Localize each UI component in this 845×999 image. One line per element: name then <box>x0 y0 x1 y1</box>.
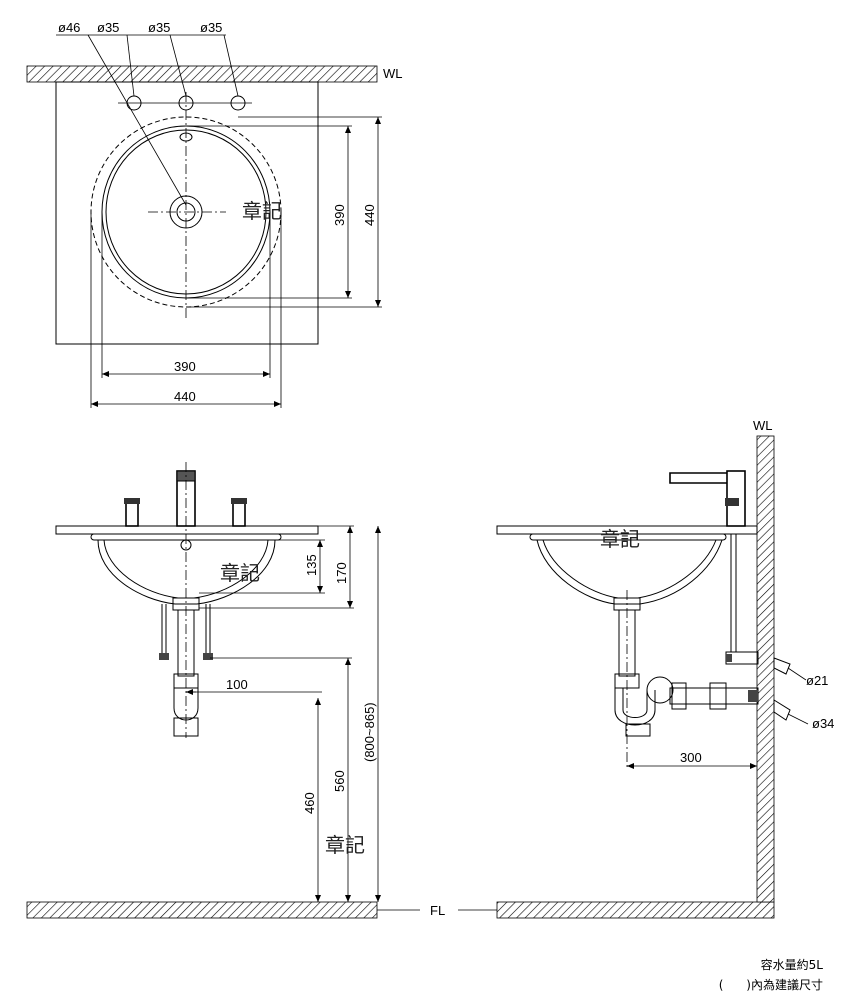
wall-hatch-side <box>756 435 775 903</box>
faucet-lever-side <box>725 498 739 506</box>
trap-u-side <box>614 688 656 726</box>
dim-560-label: 560 <box>332 770 347 792</box>
floor-hatch-left <box>26 901 378 919</box>
wall-line-label-top: WL <box>383 66 403 81</box>
drain-diameter-label: ø34 <box>812 716 834 731</box>
top-view: WL ø46 ø35 ø35 ø35 章記 <box>26 20 403 408</box>
side-view: WL ø21 ø34 <box>496 418 834 903</box>
front-view: 章記 135 170 100 460 560 (800~865) 章記 <box>55 462 381 902</box>
supply-valve-right <box>203 653 213 660</box>
recommended-dimension-note: ( )內為建議尺寸 <box>718 978 823 992</box>
dim-440-vertical-label: 440 <box>362 204 377 226</box>
wall-hatch-top <box>26 65 378 83</box>
counter-outline-top <box>55 81 319 345</box>
faucet-handle-left <box>125 501 139 527</box>
hole-diameter-label-3: ø35 <box>200 20 222 35</box>
faucet-handle-right-cap <box>231 498 247 504</box>
floor: FL <box>26 901 775 919</box>
dim-440-horizontal-label: 440 <box>174 389 196 404</box>
counter-front <box>55 525 319 535</box>
dim-390-vertical-label: 390 <box>332 204 347 226</box>
faucet-handle-left-cap <box>124 498 140 504</box>
trap-arm-nut-1 <box>671 682 687 710</box>
leader-hole-3 <box>223 34 239 97</box>
dim-170-label: 170 <box>334 562 349 584</box>
trap-arm-nut-2 <box>709 682 727 710</box>
faucet-spout-side <box>669 472 727 484</box>
drain-outer <box>169 195 203 229</box>
faucet-handle-right <box>232 501 246 527</box>
stamp-front: 章記 <box>220 561 260 585</box>
leader-phi34 <box>787 713 809 725</box>
dim-135-label: 135 <box>304 554 319 576</box>
floor-line-label: FL <box>430 903 445 918</box>
supply-diameter-label: ø21 <box>806 673 828 688</box>
dim-100-label: 100 <box>226 677 248 692</box>
stamp-top: 章記 <box>242 199 282 223</box>
leader-hole-2 <box>169 34 187 97</box>
leader-phi21 <box>787 667 807 681</box>
trap-u-side-inner <box>622 688 648 718</box>
floor-hatch-right <box>496 901 775 919</box>
trap-elbow-side <box>646 676 674 704</box>
drain-inner <box>176 202 196 222</box>
drain-stub-wall <box>773 699 791 721</box>
hole-diameter-label-drain: ø46 <box>58 20 80 35</box>
basin-bowl-front <box>97 539 276 605</box>
capacity-note: 容水量約5L <box>760 958 823 972</box>
dim-390-horizontal-label: 390 <box>174 359 196 374</box>
wall-line-label-side: WL <box>753 418 773 433</box>
leader-drain <box>87 34 187 206</box>
overflow-hole <box>179 132 193 142</box>
stamp-front-lower: 章記 <box>325 833 365 857</box>
hole-diameter-label-1: ø35 <box>97 20 119 35</box>
supply-stub-wall <box>773 657 791 675</box>
dim-300-label: 300 <box>680 750 702 765</box>
basin-flange-side <box>529 533 727 541</box>
trap-arm-side <box>669 687 759 705</box>
dim-460-label: 460 <box>302 792 317 814</box>
basin-bowl-side <box>536 539 723 605</box>
stamp-side: 章記 <box>600 527 640 551</box>
supply-valve-knob-side <box>726 654 732 662</box>
trap-wall-flange <box>748 690 758 702</box>
leader-hole-1 <box>126 34 135 97</box>
dim-800-865-label: (800~865) <box>362 702 377 762</box>
trap-lower-side <box>625 723 651 737</box>
supply-valve-left <box>159 653 169 660</box>
hole-diameter-label-2: ø35 <box>148 20 170 35</box>
notes-block: 容水量約5L ( )內為建議尺寸 <box>719 955 823 995</box>
